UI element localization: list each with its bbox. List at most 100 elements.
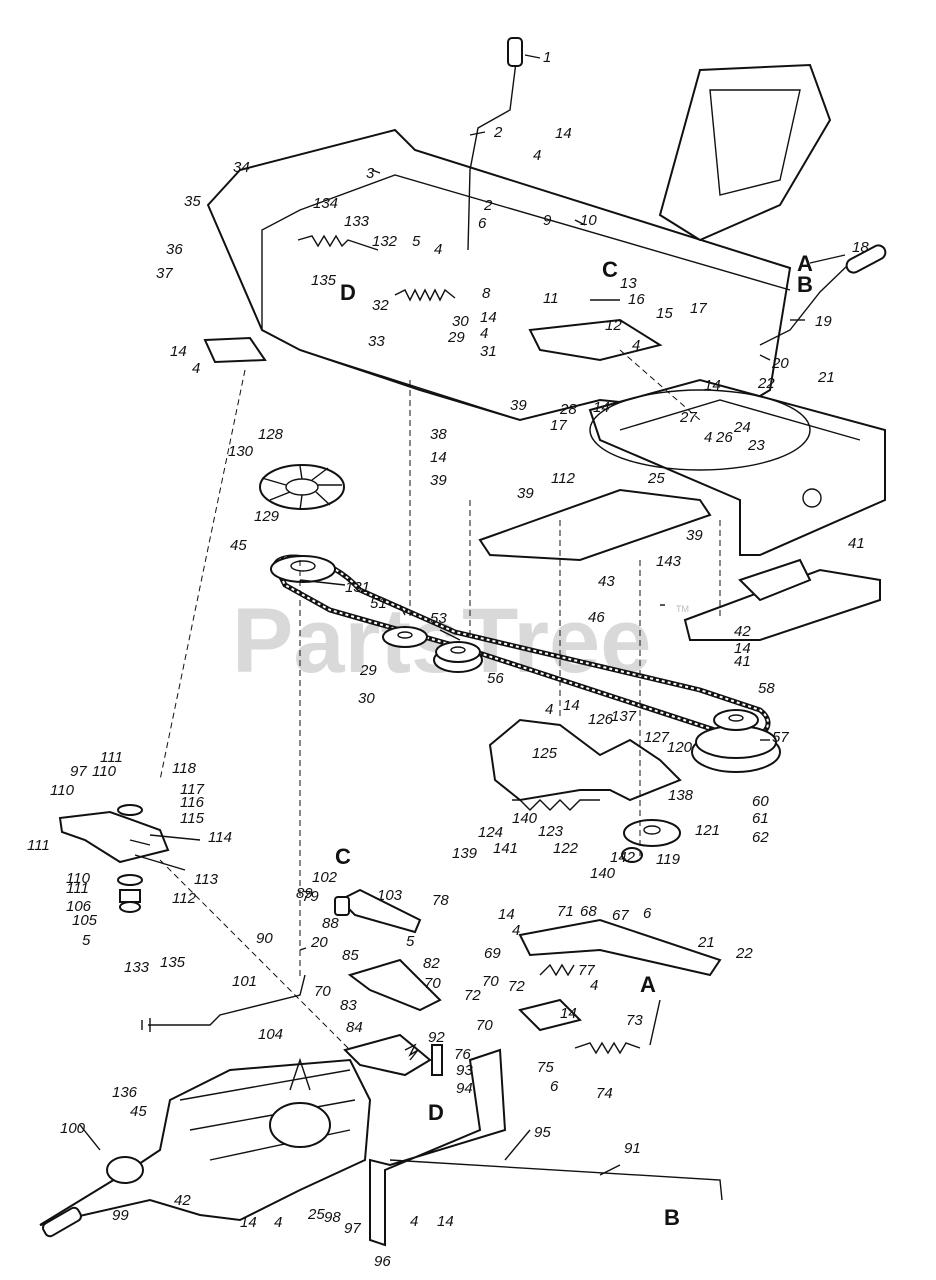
transaxle [39, 1057, 372, 1238]
callout-2b: 2 [483, 197, 493, 214]
callout-66c: 70 [482, 973, 499, 990]
callout-116: 122 [553, 840, 579, 857]
callout-60: 60 [752, 793, 769, 810]
callout-99: 105 [72, 912, 98, 929]
ref-letter-a-lower: A [640, 972, 656, 997]
callout-58: 58 [758, 680, 775, 697]
callout-43b: 42 [174, 1192, 191, 1209]
callout-5b: 5 [82, 932, 91, 949]
callout-14j: 14 [437, 1213, 454, 1230]
callout-134a: 140 [512, 810, 538, 827]
callout-61: 61 [752, 810, 769, 827]
callout-12: 12 [605, 317, 622, 334]
callout-71: 75 [537, 1059, 554, 1076]
ref-letter-d-top: D [340, 280, 356, 305]
callout-14i: 14 [240, 1214, 257, 1231]
callout-122: 128 [258, 426, 284, 443]
brake-rod [389, 1159, 723, 1201]
callout-54: 51 [370, 595, 387, 612]
callout-1: 1 [543, 49, 551, 66]
callout-127a: 133 [344, 213, 370, 230]
ref-letter-c-top: C [602, 257, 618, 282]
callout-numbers: 1 2 2 3 4 14 5 4 6 8 9 10 11 12 13 16 15… [27, 49, 869, 1270]
callout-72: 76 [454, 1046, 471, 1063]
callout-67: 71 [557, 903, 574, 920]
callout-65: 69 [484, 945, 501, 962]
callout-4c: 4 [632, 337, 640, 354]
callout-29b: 29 [359, 662, 377, 679]
callout-111: 117 [180, 781, 205, 798]
callout-18: 18 [852, 239, 869, 256]
seat-bracket [658, 63, 832, 242]
lift-lever [467, 61, 517, 251]
callout-14f: 14 [430, 449, 447, 466]
callout-15: 15 [656, 305, 673, 322]
callout-42: 41 [734, 653, 751, 670]
callout-127b: 133 [124, 959, 150, 976]
callout-14g: 14 [734, 640, 751, 657]
callout-76: 82 [423, 955, 440, 972]
callout-4f: 4 [480, 325, 488, 342]
callout-91: 97 [70, 763, 87, 780]
callout-35: 35 [184, 193, 201, 210]
callout-46: 45 [130, 1103, 147, 1120]
callout-57: 57 [772, 729, 789, 746]
callout-128: 134 [313, 195, 338, 212]
callout-130: 136 [112, 1084, 138, 1101]
callout-96: 102 [312, 869, 338, 886]
callout-125: 131 [345, 579, 370, 596]
leader-lines [79, 54, 846, 1176]
bracket-89 [369, 1048, 507, 1247]
callout-82: 88 [322, 915, 339, 932]
callout-29a: 29 [447, 329, 465, 346]
callout-113: 119 [656, 851, 681, 868]
callout-97: 103 [377, 887, 403, 904]
callout-24: 24 [733, 419, 751, 436]
callout-19: 19 [815, 313, 832, 330]
callout-133: 139 [452, 845, 478, 862]
callout-120: 126 [588, 711, 614, 728]
callout-83: 89 [296, 885, 313, 902]
callout-5a: 5 [412, 233, 421, 250]
callout-6a: 6 [478, 215, 487, 232]
callout-31: 31 [480, 343, 497, 360]
callout-6b: 6 [643, 905, 652, 922]
callout-11: 11 [543, 290, 559, 307]
callout-98: 104 [258, 1026, 283, 1043]
callout-34: 34 [233, 159, 250, 176]
callout-86: 92 [428, 1029, 445, 1046]
callout-14h: 14 [563, 697, 580, 714]
callout-66d: 70 [476, 1017, 493, 1034]
callout-41: 41 [848, 535, 865, 552]
callout-9: 9 [543, 212, 552, 229]
callout-43a: 42 [734, 623, 751, 640]
callout-95: 101 [232, 973, 257, 990]
cooling-fan [259, 464, 345, 511]
pulley-54 [382, 626, 428, 648]
callout-115: 121 [695, 822, 720, 839]
callout-39: 39 [430, 472, 447, 489]
callout-14e: 14 [480, 309, 497, 326]
callout-89: 95 [534, 1124, 551, 1141]
callout-4e: 4 [192, 360, 200, 377]
callout-94: 100 [60, 1120, 86, 1137]
brake-linkage [518, 918, 722, 1055]
callout-17a: 17 [690, 300, 707, 317]
callout-103: 112 [551, 470, 576, 487]
callout-36: 36 [166, 241, 183, 258]
callout-21a: 21 [817, 369, 835, 386]
callout-74: 78 [432, 892, 449, 909]
callout-101b: 110 [66, 870, 91, 887]
callout-14k: 14 [498, 906, 515, 923]
callout-117: 123 [538, 823, 564, 840]
callout-68: 72 [508, 978, 525, 995]
callout-4k: 4 [590, 977, 598, 994]
callout-10: 10 [580, 212, 597, 229]
callout-73: 77 [578, 962, 595, 979]
callout-93: 99 [112, 1207, 129, 1224]
callout-4d: 4 [704, 429, 712, 446]
callout-132: 138 [668, 787, 694, 804]
callout-121: 127 [644, 729, 670, 746]
callout-56: 56 [487, 670, 504, 687]
idler-assembly [488, 718, 682, 863]
